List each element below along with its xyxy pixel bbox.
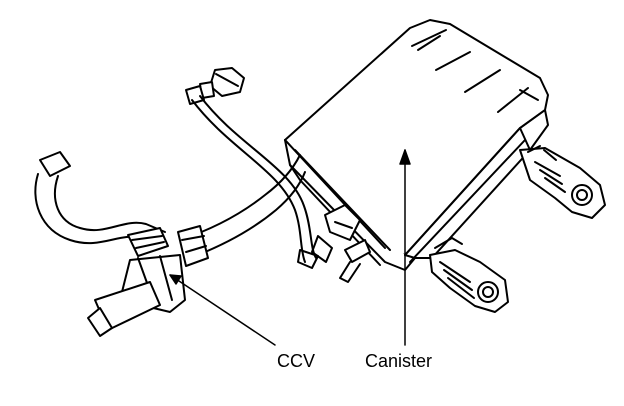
large-hose (34, 151, 306, 259)
canister (284, 19, 549, 271)
canister-fittings (297, 204, 371, 283)
ccv-label: CCV (277, 351, 316, 371)
label-leaders (169, 149, 411, 346)
mount-bracket-lower (429, 237, 509, 313)
mount-bracket-right (519, 145, 606, 219)
canister-label: Canister (365, 351, 433, 371)
ccv-valve (87, 225, 209, 337)
